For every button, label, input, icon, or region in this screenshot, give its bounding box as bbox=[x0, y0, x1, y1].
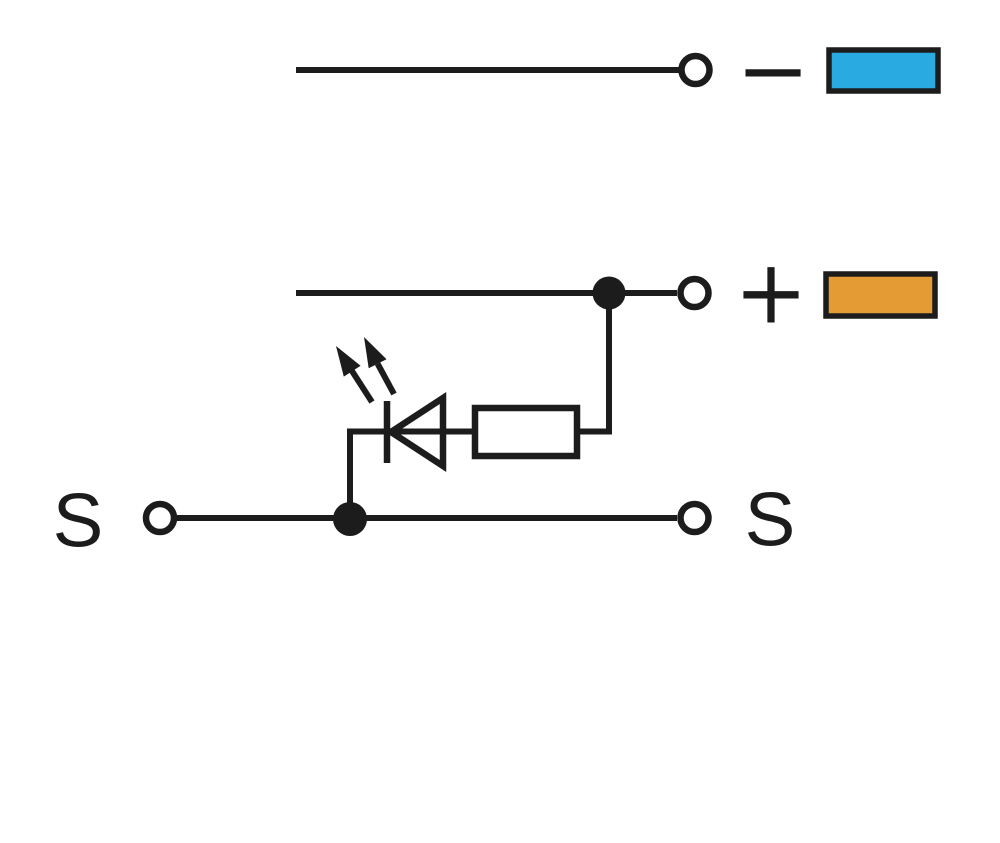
led-light-arrow-1 bbox=[336, 346, 375, 404]
plus-terminal-circle-icon bbox=[677, 275, 712, 311]
sensor-right-label: S bbox=[745, 478, 796, 563]
led-to-sensor-wire bbox=[347, 428, 392, 519]
sensor-junction-dot-icon bbox=[333, 502, 367, 536]
arrow-head-icon bbox=[364, 337, 387, 369]
sensor-left-label: S bbox=[53, 479, 104, 564]
arrow-head-icon bbox=[336, 346, 361, 377]
schematic-root: − + bbox=[53, 19, 941, 564]
minus-conductor-row: − bbox=[296, 19, 941, 122]
minus-terminal-circle-icon bbox=[678, 52, 713, 88]
sensor-left-terminal-circle-icon bbox=[142, 500, 178, 536]
resistor-icon bbox=[471, 404, 581, 460]
minus-sign-label: − bbox=[736, 19, 810, 122]
sensor-conductor-row: S S bbox=[53, 478, 796, 564]
plus-sign-label: + bbox=[734, 241, 808, 344]
plus-conductor-row: + bbox=[296, 241, 938, 344]
plus-color-marker bbox=[823, 271, 938, 319]
arrow-tail bbox=[374, 362, 397, 396]
led-icon bbox=[336, 337, 475, 473]
arrow-tail bbox=[349, 369, 375, 404]
sensor-right-terminal-circle-icon bbox=[677, 500, 712, 536]
minus-color-marker bbox=[826, 47, 941, 94]
led-resistor-branch bbox=[336, 293, 612, 519]
resistor-to-plus-wire bbox=[578, 293, 612, 435]
led-light-arrow-2 bbox=[364, 337, 397, 396]
